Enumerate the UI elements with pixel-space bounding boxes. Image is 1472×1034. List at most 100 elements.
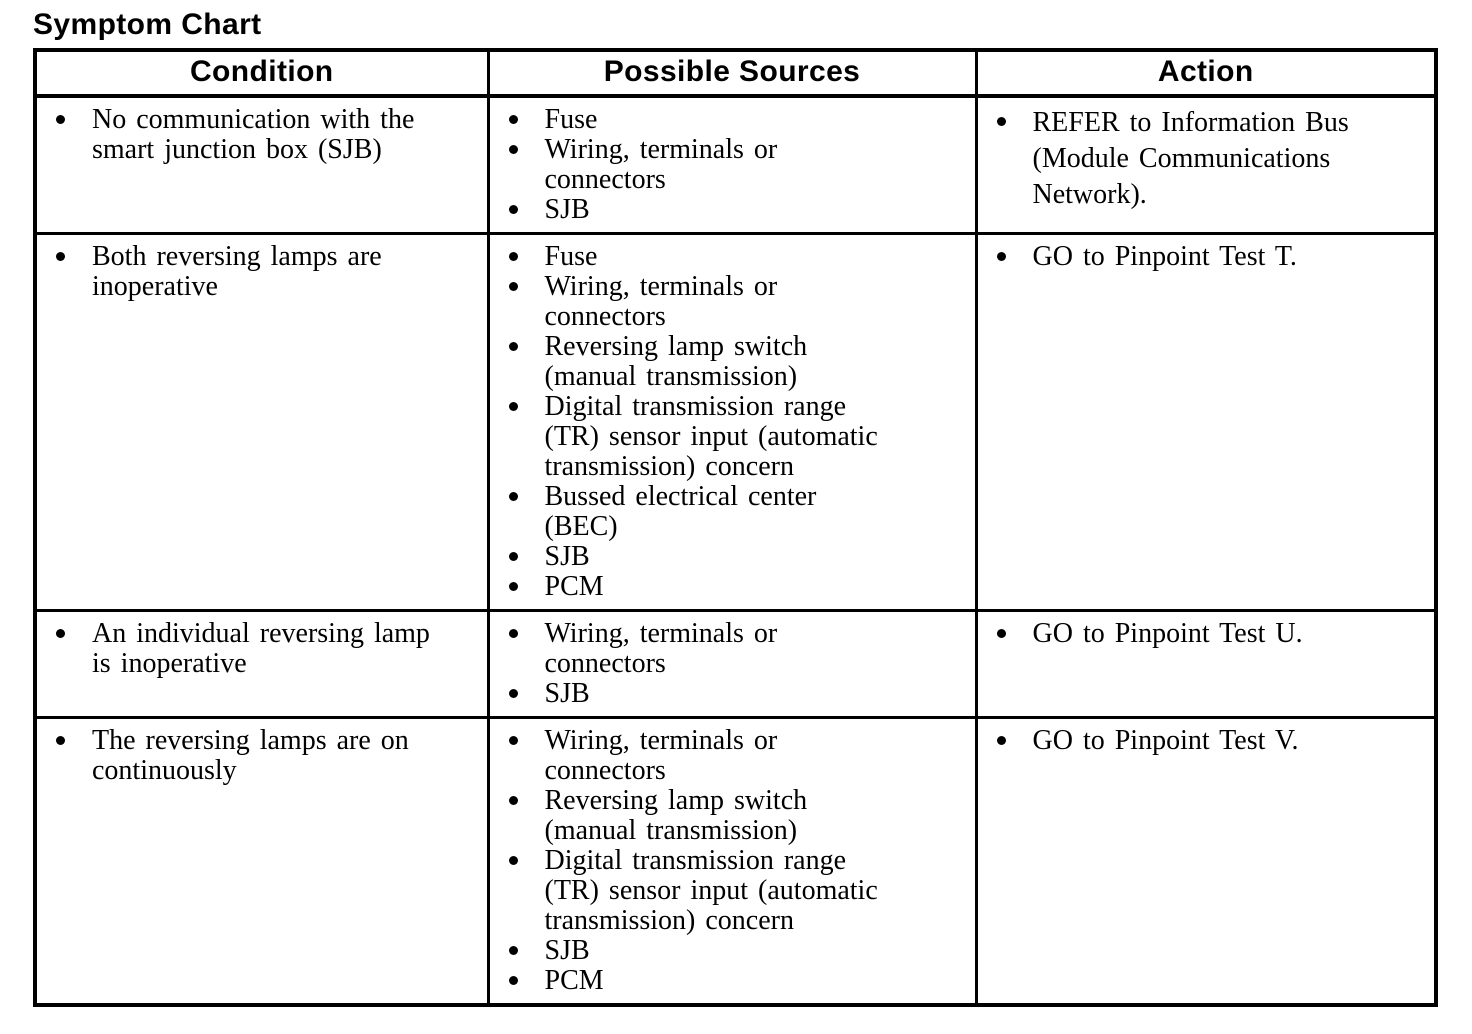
list-item: Bussed electrical center (BEC) bbox=[506, 482, 967, 542]
bullet-list: GO to Pinpoint Test U. bbox=[994, 619, 1427, 649]
bullet-icon bbox=[56, 629, 65, 638]
list-item-text: Wiring, terminals or connectors bbox=[544, 618, 778, 679]
bullet-list: GO to Pinpoint Test V. bbox=[994, 726, 1427, 756]
bullet-icon bbox=[508, 796, 518, 805]
bullet-icon bbox=[508, 689, 518, 698]
page-title: Symptom Chart bbox=[33, 8, 262, 41]
bullet-icon bbox=[508, 736, 518, 745]
action-cell: GO to Pinpoint Test V. bbox=[974, 716, 1438, 1007]
list-item-text: SJB bbox=[544, 194, 590, 225]
list-item: The reversing lamps are on continuously bbox=[53, 726, 479, 786]
bullet-icon bbox=[508, 282, 518, 291]
list-item-text: Wiring, terminals or connectors bbox=[544, 134, 778, 195]
list-item-text: Bussed electrical center (BEC) bbox=[544, 481, 817, 542]
bullet-icon bbox=[508, 145, 518, 154]
list-item: GO to Pinpoint Test V. bbox=[994, 726, 1427, 756]
symptom-table-header: Condition Possible Sources Action bbox=[33, 48, 1438, 98]
list-item-text: Both reversing lamps are inoperative bbox=[92, 241, 382, 302]
bullet-icon bbox=[508, 946, 518, 955]
list-item: Fuse bbox=[506, 105, 967, 135]
list-item-text: Reversing lamp switch (manual transmissi… bbox=[544, 331, 808, 392]
list-item-text: Fuse bbox=[544, 104, 598, 135]
action-cell: GO to Pinpoint Test T. bbox=[974, 232, 1438, 612]
list-item-text: REFER to Information Bus (Module Communi… bbox=[1032, 107, 1349, 210]
list-item-text: Digital transmission range (TR) sensor i… bbox=[544, 845, 878, 936]
table-row: An individual reversing lamp is inoperat… bbox=[33, 609, 1438, 719]
list-item: Wiring, terminals or connectors bbox=[506, 619, 967, 679]
list-item-text: SJB bbox=[544, 678, 590, 709]
list-item: GO to Pinpoint Test T. bbox=[994, 242, 1427, 272]
bullet-icon bbox=[56, 736, 65, 745]
list-item: An individual reversing lamp is inoperat… bbox=[53, 619, 479, 679]
list-item: PCM bbox=[506, 966, 967, 996]
column-header-action: Action bbox=[974, 48, 1438, 98]
bullet-icon bbox=[56, 252, 65, 261]
list-item-text: Fuse bbox=[544, 241, 598, 272]
list-item: GO to Pinpoint Test U. bbox=[994, 619, 1427, 649]
bullet-list: Both reversing lamps are inoperative bbox=[53, 242, 479, 302]
list-item-text: SJB bbox=[544, 935, 590, 966]
document-page: Symptom Chart Condition Possible Sources… bbox=[33, 8, 1438, 1007]
list-item: Wiring, terminals or connectors bbox=[506, 726, 967, 786]
condition-cell: Both reversing lamps are inoperative bbox=[33, 232, 490, 612]
header-row: Condition Possible Sources Action bbox=[33, 48, 1438, 98]
list-item-text: Wiring, terminals or connectors bbox=[544, 271, 778, 332]
list-item: Both reversing lamps are inoperative bbox=[53, 242, 479, 302]
list-item: Digital transmission range (TR) sensor i… bbox=[506, 392, 967, 482]
bullet-icon bbox=[996, 252, 1006, 261]
bullet-icon bbox=[508, 342, 518, 351]
list-item: REFER to Information Bus (Module Communi… bbox=[994, 105, 1427, 213]
bullet-list: GO to Pinpoint Test T. bbox=[994, 242, 1427, 272]
list-item: No communication with the smart junction… bbox=[53, 105, 479, 165]
list-item-text: PCM bbox=[544, 571, 604, 602]
symptom-table-body: No communication with the smart junction… bbox=[33, 94, 1438, 1007]
list-item: SJB bbox=[506, 195, 967, 225]
list-item: Wiring, terminals or connectors bbox=[506, 272, 967, 332]
bullet-list: An individual reversing lamp is inoperat… bbox=[53, 619, 479, 679]
bullet-icon bbox=[996, 736, 1006, 745]
list-item-text: GO to Pinpoint Test V. bbox=[1032, 725, 1299, 756]
bullet-icon bbox=[508, 552, 518, 561]
list-item-text: PCM bbox=[544, 965, 604, 996]
bullet-icon bbox=[508, 976, 518, 985]
bullet-list: REFER to Information Bus (Module Communi… bbox=[994, 105, 1427, 213]
bullet-icon bbox=[508, 205, 518, 214]
condition-cell: No communication with the smart junction… bbox=[33, 94, 490, 235]
list-item-text: No communication with the smart junction… bbox=[92, 104, 415, 165]
column-header-condition: Condition bbox=[33, 48, 490, 98]
list-item: PCM bbox=[506, 572, 967, 602]
condition-cell: The reversing lamps are on continuously bbox=[33, 716, 490, 1007]
list-item: SJB bbox=[506, 936, 967, 966]
list-item-text: Digital transmission range (TR) sensor i… bbox=[544, 391, 878, 482]
list-item: Reversing lamp switch (manual transmissi… bbox=[506, 332, 967, 392]
list-item-text: Reversing lamp switch (manual transmissi… bbox=[544, 785, 808, 846]
list-item-text: GO to Pinpoint Test T. bbox=[1032, 241, 1297, 272]
bullet-icon bbox=[508, 492, 518, 501]
bullet-icon bbox=[508, 856, 518, 865]
bullet-icon bbox=[508, 402, 518, 411]
list-item: SJB bbox=[506, 679, 967, 709]
bullet-icon bbox=[508, 115, 518, 124]
list-item: Fuse bbox=[506, 242, 967, 272]
column-header-possible-sources: Possible Sources bbox=[486, 48, 978, 98]
table-row: Both reversing lamps are inoperative Fuse… bbox=[33, 232, 1438, 612]
list-item: Wiring, terminals or connectors bbox=[506, 135, 967, 195]
list-item-text: Wiring, terminals or connectors bbox=[544, 725, 778, 786]
list-item-text: An individual reversing lamp is inoperat… bbox=[92, 618, 430, 679]
list-item-text: The reversing lamps are on continuously bbox=[92, 725, 409, 786]
bullet-icon bbox=[996, 117, 1006, 126]
bullet-icon bbox=[508, 629, 518, 638]
list-item-text: SJB bbox=[544, 541, 590, 572]
list-item: Reversing lamp switch (manual transmissi… bbox=[506, 786, 967, 846]
list-item-text: GO to Pinpoint Test U. bbox=[1032, 618, 1303, 649]
bullet-icon bbox=[508, 252, 518, 261]
list-item: Digital transmission range (TR) sensor i… bbox=[506, 846, 967, 936]
action-cell: REFER to Information Bus (Module Communi… bbox=[974, 94, 1438, 235]
